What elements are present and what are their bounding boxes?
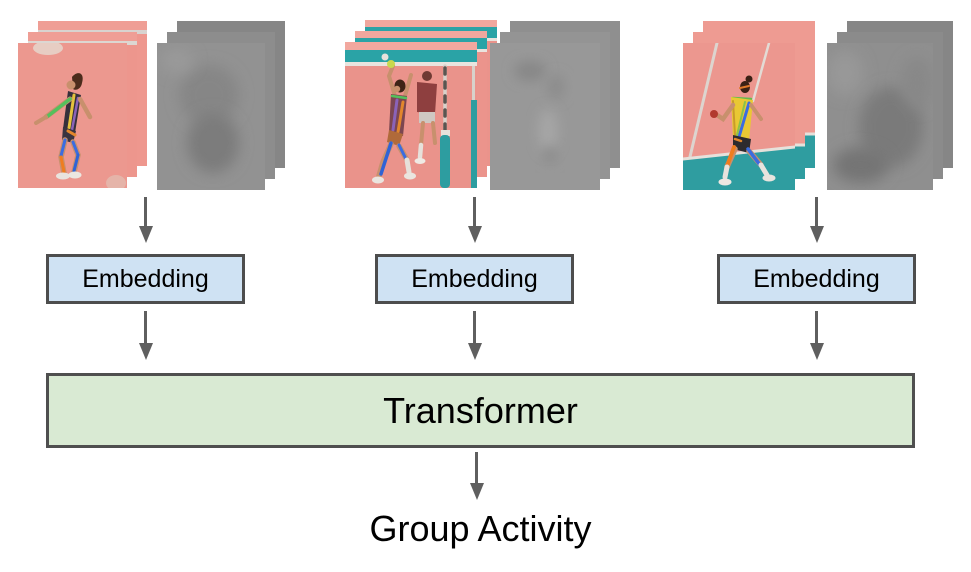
embedding-box-1: Embedding [46,254,245,304]
embedding-label: Embedding [82,264,209,293]
person-crop-image [18,43,127,188]
person-crop-stack-2 [345,20,497,188]
arrow-shaft [144,197,147,226]
arrow-head [138,343,153,360]
arrow-head [469,483,484,500]
arrow-head [467,226,482,243]
down-arrow-icon [138,197,153,243]
arrow-shaft [475,452,478,483]
arrow-head [809,226,824,243]
person-crop-image [683,43,795,190]
person-crop-image-svg [345,42,477,188]
person-crop-image-svg [683,43,795,190]
group-activity-label: Group Activity [369,508,592,549]
arrow-shaft [144,311,147,343]
down-arrow-icon [467,311,482,360]
optical-flow-image-svg [827,43,933,190]
optical-flow-stack-2 [490,21,620,190]
person-crop-stack-1 [18,21,148,189]
arrow-shaft [815,311,818,343]
optical-flow-stack-3 [827,21,953,190]
embedding-box-2: Embedding [375,254,574,304]
transformer-label: Transformer [383,389,578,431]
down-arrow-icon [469,452,484,500]
arrow-head [809,343,824,360]
optical-flow-image [157,43,265,190]
down-arrow-icon [809,197,824,243]
arrow-head [138,226,153,243]
person-crop-image [345,42,477,188]
embedding-box-3: Embedding [717,254,916,304]
person-crop-stack-3 [683,21,815,190]
embedding-label: Embedding [411,264,538,293]
optical-flow-image [827,43,933,190]
arrow-shaft [815,197,818,226]
arrow-head [467,343,482,360]
down-arrow-icon [138,311,153,360]
optical-flow-stack-1 [157,21,285,190]
arrow-shaft [473,197,476,226]
arrow-shaft [473,311,476,343]
down-arrow-icon [809,311,824,360]
transformer-box: Transformer [46,373,915,448]
optical-flow-image [490,43,600,190]
person-crop-image-svg [18,43,127,188]
optical-flow-image-svg [157,43,265,190]
down-arrow-icon [467,197,482,243]
optical-flow-image-svg [490,43,600,190]
embedding-label: Embedding [753,264,880,293]
